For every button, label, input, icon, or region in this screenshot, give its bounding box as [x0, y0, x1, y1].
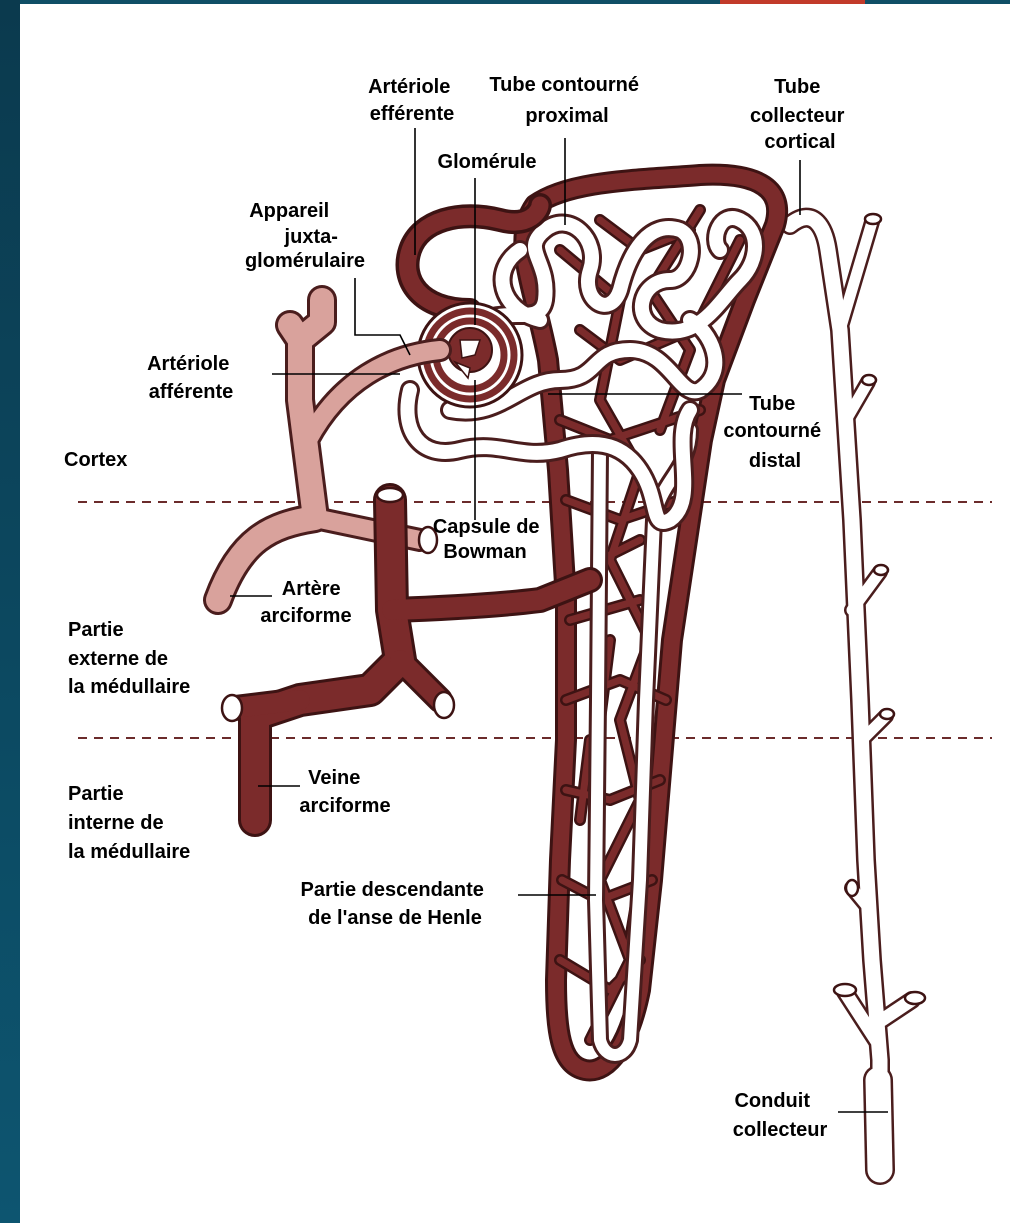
- label-partie-descendante-anse-henle: Partie descendante de l'anse de Henle: [301, 879, 490, 929]
- label-tube-contourne-proximal: Tube contourné proximal: [489, 74, 644, 127]
- label-cortex: Cortex: [64, 449, 127, 471]
- label-glomerule: Glomérule: [438, 151, 537, 173]
- label-veine-arciforme: Veine arciforme: [299, 767, 390, 817]
- label-conduit-collecteur: Conduit collecteur: [733, 1090, 828, 1141]
- label-partie-interne-medullaire: Partie interne de la médullaire: [68, 783, 190, 863]
- label-arteriole-afferente: Artériole afférente: [147, 353, 235, 403]
- label-tube-collecteur-cortical: Tube collecteur cortical: [750, 76, 850, 153]
- label-capsule-de-bowman: Capsule de Bowman: [433, 516, 545, 563]
- label-artere-arciforme: Artère arciforme: [260, 578, 351, 627]
- label-appareil-juxta-glomerulaire: Appareil juxta- glomérulaire: [245, 200, 365, 272]
- label-tube-contourne-distal: Tube contourné distal: [723, 393, 826, 472]
- label-arteriole-efferente: Artériole efférente: [368, 76, 456, 125]
- label-partie-externe-medullaire: Partie externe de la médullaire: [68, 619, 190, 698]
- collecting-duct: [790, 214, 925, 1170]
